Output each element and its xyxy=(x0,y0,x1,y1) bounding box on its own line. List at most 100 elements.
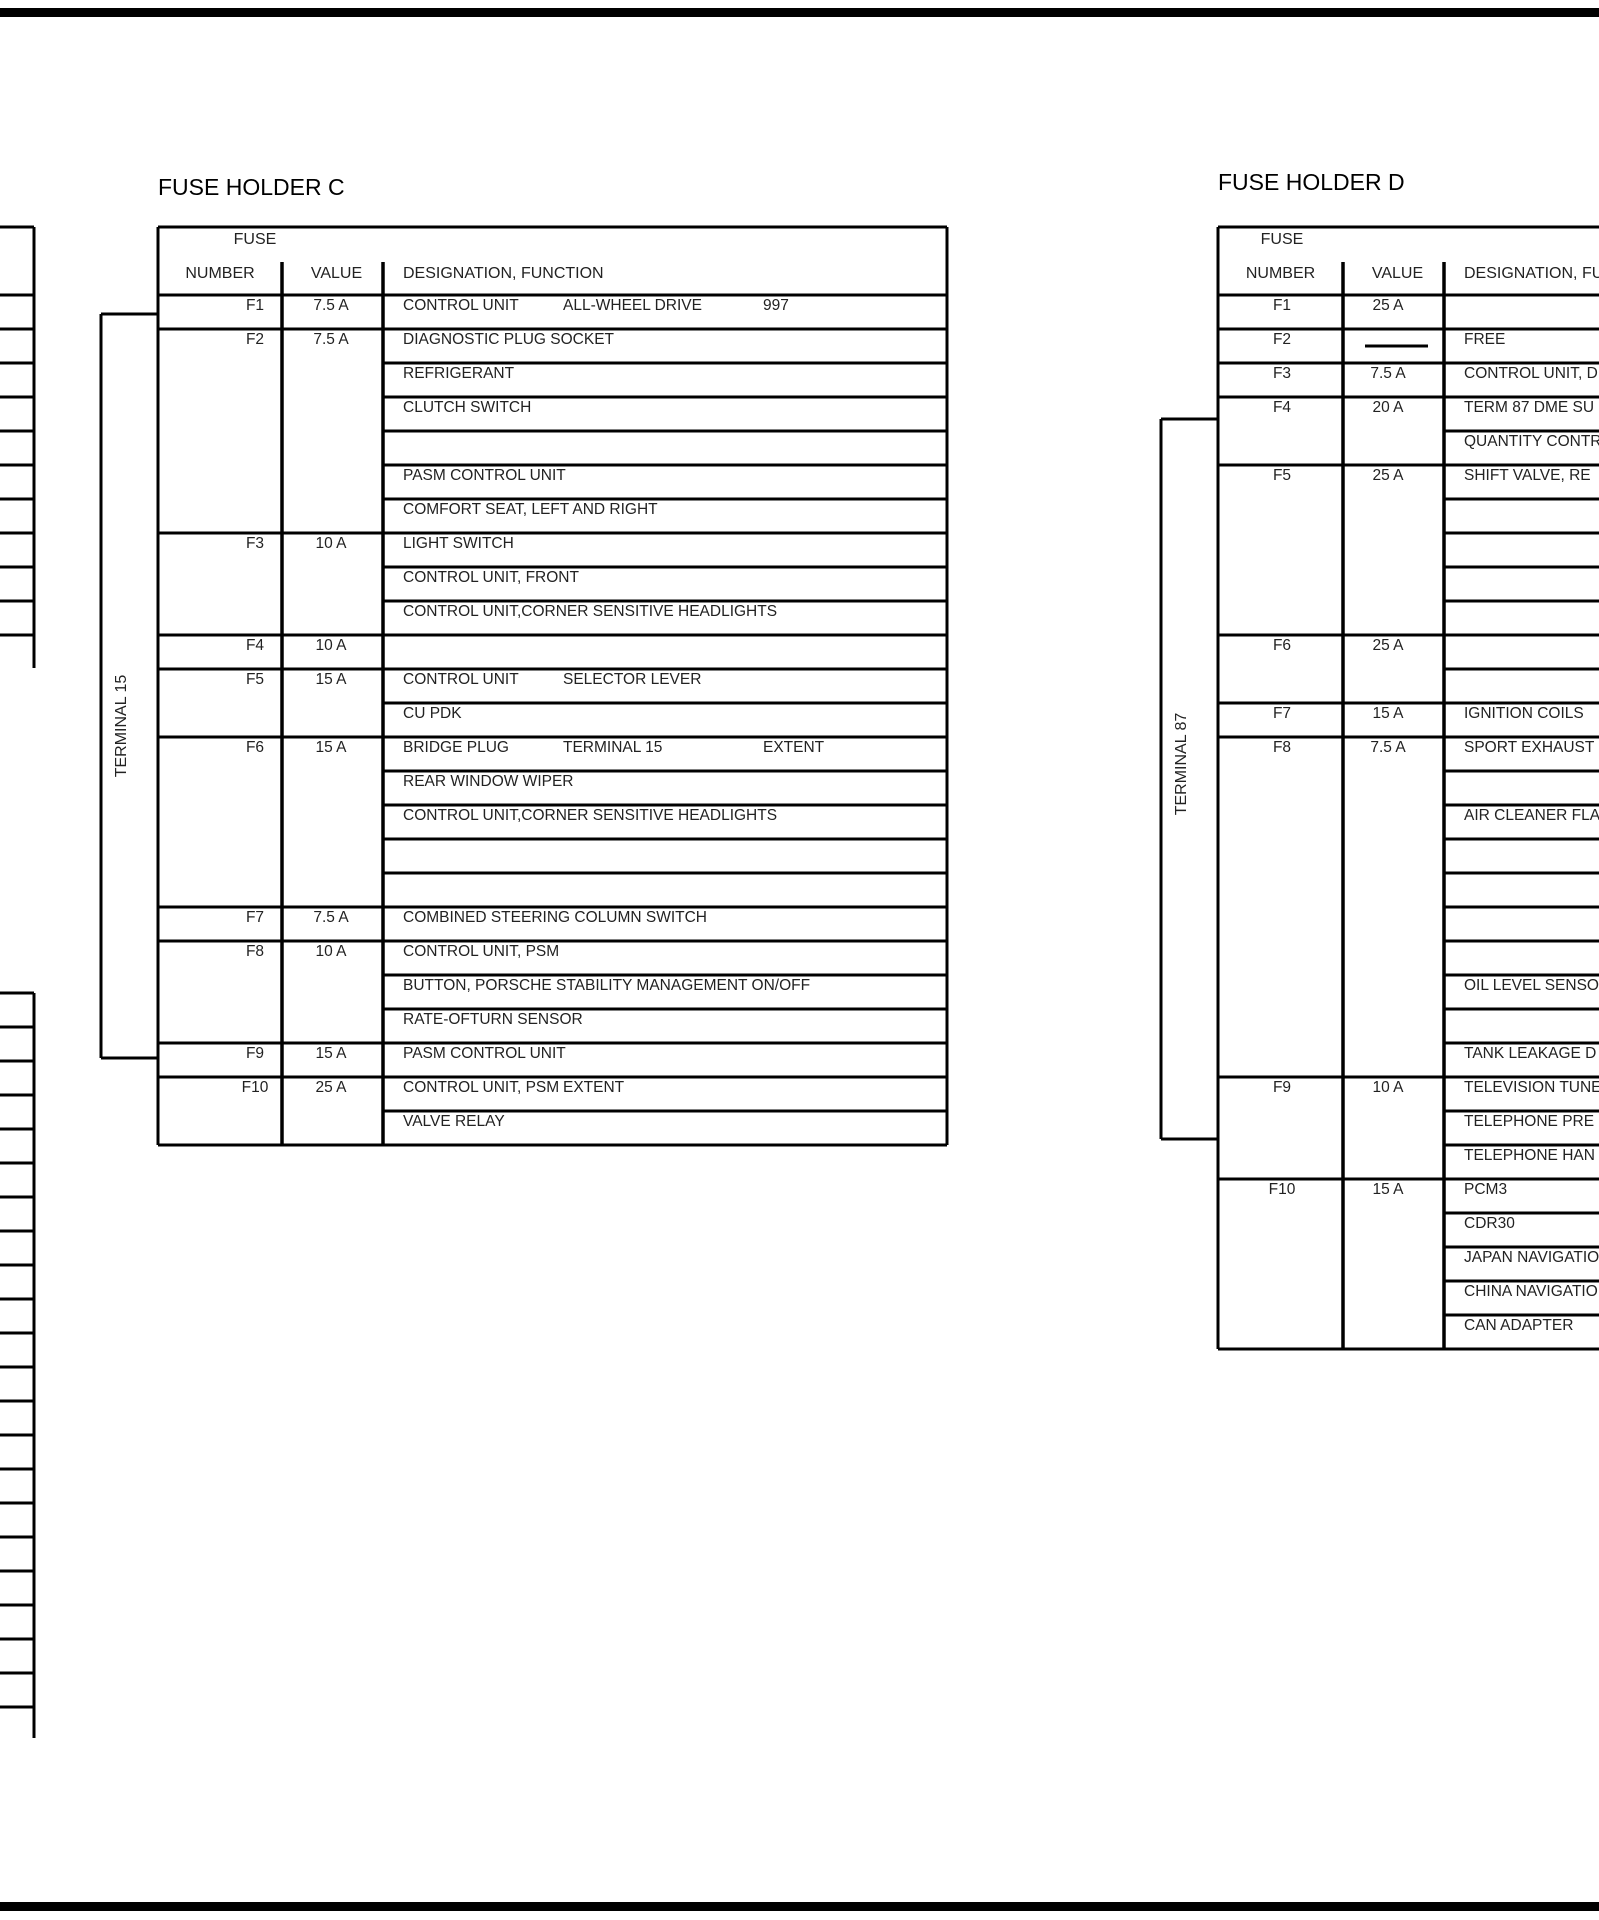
fuse-number: F3 xyxy=(1273,365,1291,382)
table-row: CDR30 xyxy=(1444,1215,1599,1249)
fuse-value: 25 A xyxy=(1372,297,1404,314)
table-row: TELEPHONE HAN xyxy=(1218,1147,1599,1181)
fuse-holder-d-title: FUSE HOLDER D xyxy=(1218,169,1405,195)
designation-text: CLUTCH SWITCH xyxy=(403,399,531,416)
designation-text: PASM CONTROL UNIT xyxy=(403,467,566,484)
terminal-87-label: TERMINAL 87 xyxy=(1173,713,1190,816)
header-fuse-label: FUSE xyxy=(234,231,277,248)
designation-text: TANK LEAKAGE D xyxy=(1464,1045,1596,1062)
fuse-value: 25 A xyxy=(1372,637,1404,654)
table-row: F2 FREE xyxy=(1218,331,1599,365)
partial-left-table xyxy=(0,225,36,1738)
fuse-value: 10 A xyxy=(315,535,347,552)
fuse-number: F8 xyxy=(1273,739,1291,756)
fuse-value: 20 A xyxy=(1372,399,1404,416)
table-row: BUTTON, PORSCHE STABILITY MANAGEMENT ON/… xyxy=(383,977,947,1011)
designation-text: CONTROL UNIT,CORNER SENSITIVE HEADLIGHTS xyxy=(403,807,777,824)
header-value-label: VALUE xyxy=(1372,265,1423,282)
designation-text-secondary: SELECTOR LEVER xyxy=(563,671,701,688)
designation-text: BUTTON, PORSCHE STABILITY MANAGEMENT ON/… xyxy=(403,977,810,994)
table-row: F5 15 A CONTROL UNIT SELECTOR LEVER xyxy=(246,671,947,705)
designation-text: QUANTITY CONTR xyxy=(1464,433,1599,450)
fuse-value: 15 A xyxy=(1372,705,1404,722)
table-row: CONTROL UNIT,CORNER SENSITIVE HEADLIGHTS xyxy=(158,603,947,637)
fuse-number: F7 xyxy=(1273,705,1291,722)
fuse-value: 15 A xyxy=(315,671,347,688)
table-row: CAN ADAPTER xyxy=(1464,1317,1573,1334)
fuse-value: 15 A xyxy=(315,739,347,756)
table-row: COMFORT SEAT, LEFT AND RIGHT xyxy=(158,501,947,535)
fuse-number: F6 xyxy=(246,739,264,756)
table-row: QUANTITY CONTR xyxy=(1218,433,1599,467)
fuse-number: F2 xyxy=(1273,331,1291,348)
designation-text: SPORT EXHAUST xyxy=(1464,739,1595,756)
header-fuse-label: FUSE xyxy=(1261,231,1304,248)
fuse-number: F9 xyxy=(1273,1079,1291,1096)
designation-text: TERM 87 DME SU xyxy=(1464,399,1594,416)
designation-text: CU PDK xyxy=(403,705,462,722)
fuse-number: F5 xyxy=(246,671,264,688)
fuse-number: F6 xyxy=(1273,637,1291,654)
designation-text: SHIFT VALVE, RE xyxy=(1464,467,1591,484)
fuse-number: F2 xyxy=(246,331,264,348)
designation-text: JAPAN NAVIGATIO xyxy=(1464,1249,1599,1266)
designation-text: CONTROL UNIT, PSM xyxy=(403,1079,559,1096)
designation-text: VALVE RELAY xyxy=(403,1113,505,1130)
fuse-value: 7.5 A xyxy=(313,909,349,926)
fuse-number: F8 xyxy=(246,943,264,960)
fuse-number: F1 xyxy=(246,297,264,314)
fuse-number: F4 xyxy=(1273,399,1291,416)
page-border-top xyxy=(0,8,1599,17)
table-row: CONTROL UNIT, FRONT xyxy=(383,569,947,603)
table-row: CONTROL UNIT,CORNER SENSITIVE HEADLIGHTS xyxy=(383,807,947,841)
table-row: OIL LEVEL SENSO xyxy=(1444,977,1599,1011)
table-row: CU PDK xyxy=(158,705,947,739)
designation-text: TELEPHONE HAN xyxy=(1464,1147,1595,1164)
table-row: CLUTCH SWITCH xyxy=(383,399,947,433)
designation-text: BRIDGE PLUG xyxy=(403,739,509,756)
header-designation-label: DESIGNATION, FUNCTION xyxy=(403,265,604,282)
fuse-value: 7.5 A xyxy=(313,297,349,314)
designation-text: CONTROL UNIT xyxy=(403,297,519,314)
fuse-value: 10 A xyxy=(315,637,347,654)
table-row: CHINA NAVIGATIO xyxy=(1444,1283,1599,1317)
designation-text-secondary: TERMINAL 15 xyxy=(563,739,662,756)
designation-text: REFRIGERANT xyxy=(403,365,515,382)
terminal-15-bracket xyxy=(99,312,158,1060)
fuse-value: 15 A xyxy=(315,1045,347,1062)
fuse-number: F10 xyxy=(242,1079,269,1096)
designation-text: CONTROL UNIT, PSM xyxy=(403,943,559,960)
designation-text: CAN ADAPTER xyxy=(1464,1317,1573,1334)
table-row: AIR CLEANER FLA xyxy=(1444,807,1599,841)
terminal-87-bracket xyxy=(1159,417,1218,1141)
designation-text: REAR WINDOW WIPER xyxy=(403,773,574,790)
designation-text: RATE-OFTURN SENSOR xyxy=(403,1011,583,1028)
table-row: F6 25 A xyxy=(1273,637,1599,671)
designation-text: FREE xyxy=(1464,331,1505,348)
fuse-holder-c-title: FUSE HOLDER C xyxy=(158,174,345,200)
fuse-number: F10 xyxy=(1269,1181,1296,1198)
designation-text: CHINA NAVIGATIO xyxy=(1464,1283,1598,1300)
fuse-value: 7.5 A xyxy=(1370,365,1406,382)
designation-text: PASM CONTROL UNIT xyxy=(403,1045,566,1062)
fuse-value: 10 A xyxy=(315,943,347,960)
designation-text: COMBINED STEERING COLUMN SWITCH xyxy=(403,909,707,926)
fuse-value: 25 A xyxy=(315,1079,347,1096)
designation-text: PCM3 xyxy=(1464,1181,1507,1198)
header-designation-label: DESIGNATION, FU xyxy=(1464,265,1599,282)
designation-text: COMFORT SEAT, LEFT AND RIGHT xyxy=(403,501,658,518)
designation-text: CONTROL UNIT xyxy=(403,671,519,688)
